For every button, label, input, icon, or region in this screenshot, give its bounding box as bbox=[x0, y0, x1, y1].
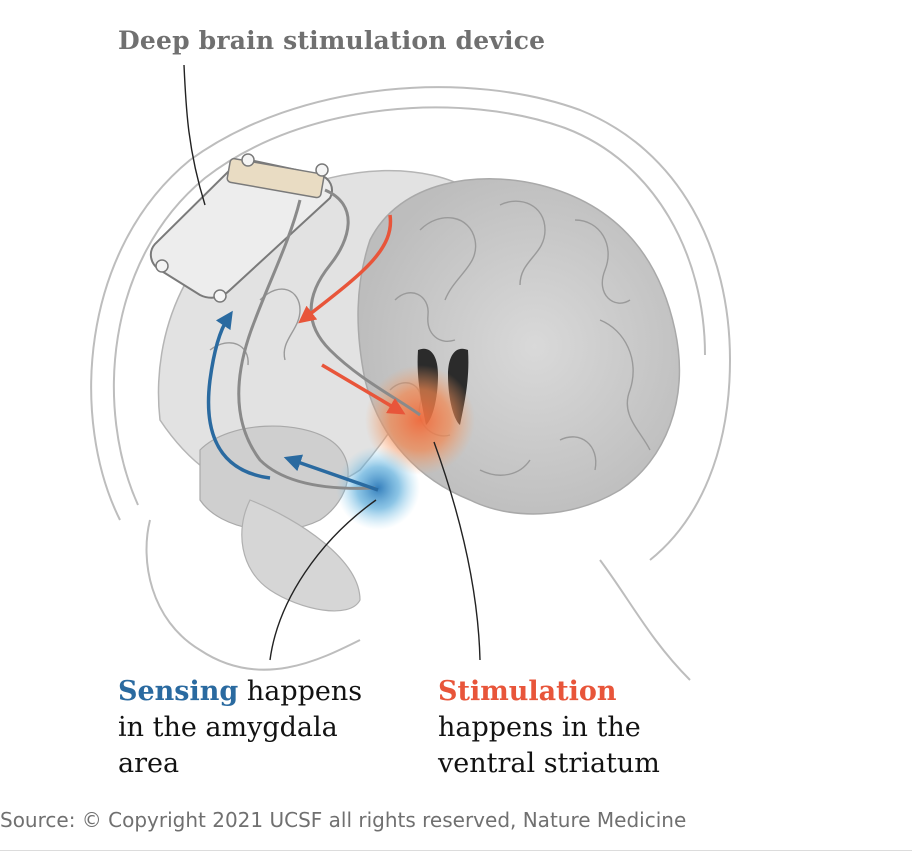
sensing-arrows bbox=[206, 310, 379, 492]
leader-lines bbox=[183, 64, 481, 661]
stimulation-text: happens in the ventral striatum bbox=[438, 712, 660, 779]
sensing-text: happens in the amygdala area bbox=[118, 676, 363, 779]
stimulation-glow bbox=[365, 365, 475, 475]
sensing-highlight: Sensing bbox=[118, 676, 239, 707]
divider bbox=[0, 850, 912, 851]
device-leads bbox=[237, 188, 421, 490]
skull-outline bbox=[90, 86, 732, 681]
stimulation-arrows bbox=[298, 214, 406, 415]
stimulation-highlight: Stimulation bbox=[438, 676, 617, 707]
sensing-glow bbox=[336, 446, 420, 530]
stimulation-label: Stimulation happens in the ventral stria… bbox=[438, 674, 698, 782]
stimulation-device bbox=[149, 153, 333, 303]
diagram-title: Deep brain stimulation device bbox=[118, 26, 546, 55]
sensing-label: Sensing happens in the amygdala area bbox=[118, 674, 378, 782]
source-credit: Source: © Copyright 2021 UCSF all rights… bbox=[0, 808, 687, 832]
